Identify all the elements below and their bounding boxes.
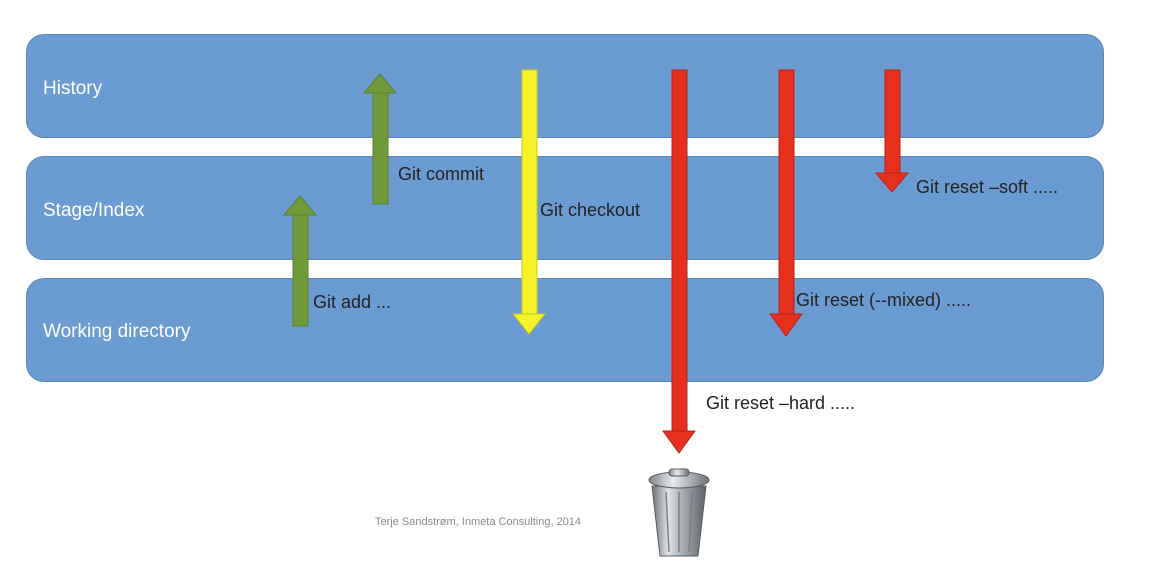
git-reset-soft-label: Git reset –soft .....: [916, 177, 1059, 197]
git-add-label: Git add ...: [313, 292, 392, 312]
working-directory-label: Working directory: [43, 321, 191, 342]
git-add-arrow: [282, 195, 318, 327]
git-checkout-arrow: [511, 69, 547, 335]
stage-index-label: Stage/Index: [43, 200, 145, 221]
git-reset-soft-arrow: [874, 69, 910, 193]
working-directory-layer: Working directory: [26, 278, 1104, 382]
git-reset-mixed-label: Git reset (--mixed) .....: [796, 290, 972, 310]
history-layer: History: [26, 34, 1104, 138]
author-credit: Terje Sandstrøm, Inmeta Consulting, 2014: [375, 516, 582, 528]
git-commit-arrow: [362, 73, 398, 205]
git-reset-hard-label: Git reset –hard .....: [706, 393, 856, 413]
git-commit-label: Git commit: [398, 164, 485, 184]
history-label: History: [43, 78, 103, 99]
git-reset-hard-arrow: [662, 69, 696, 454]
git-checkout-label: Git checkout: [540, 200, 641, 220]
stage-index-layer: Stage/Index: [26, 156, 1104, 260]
trash-can-icon: [648, 468, 710, 557]
git-reset-mixed-arrow: [769, 69, 803, 337]
